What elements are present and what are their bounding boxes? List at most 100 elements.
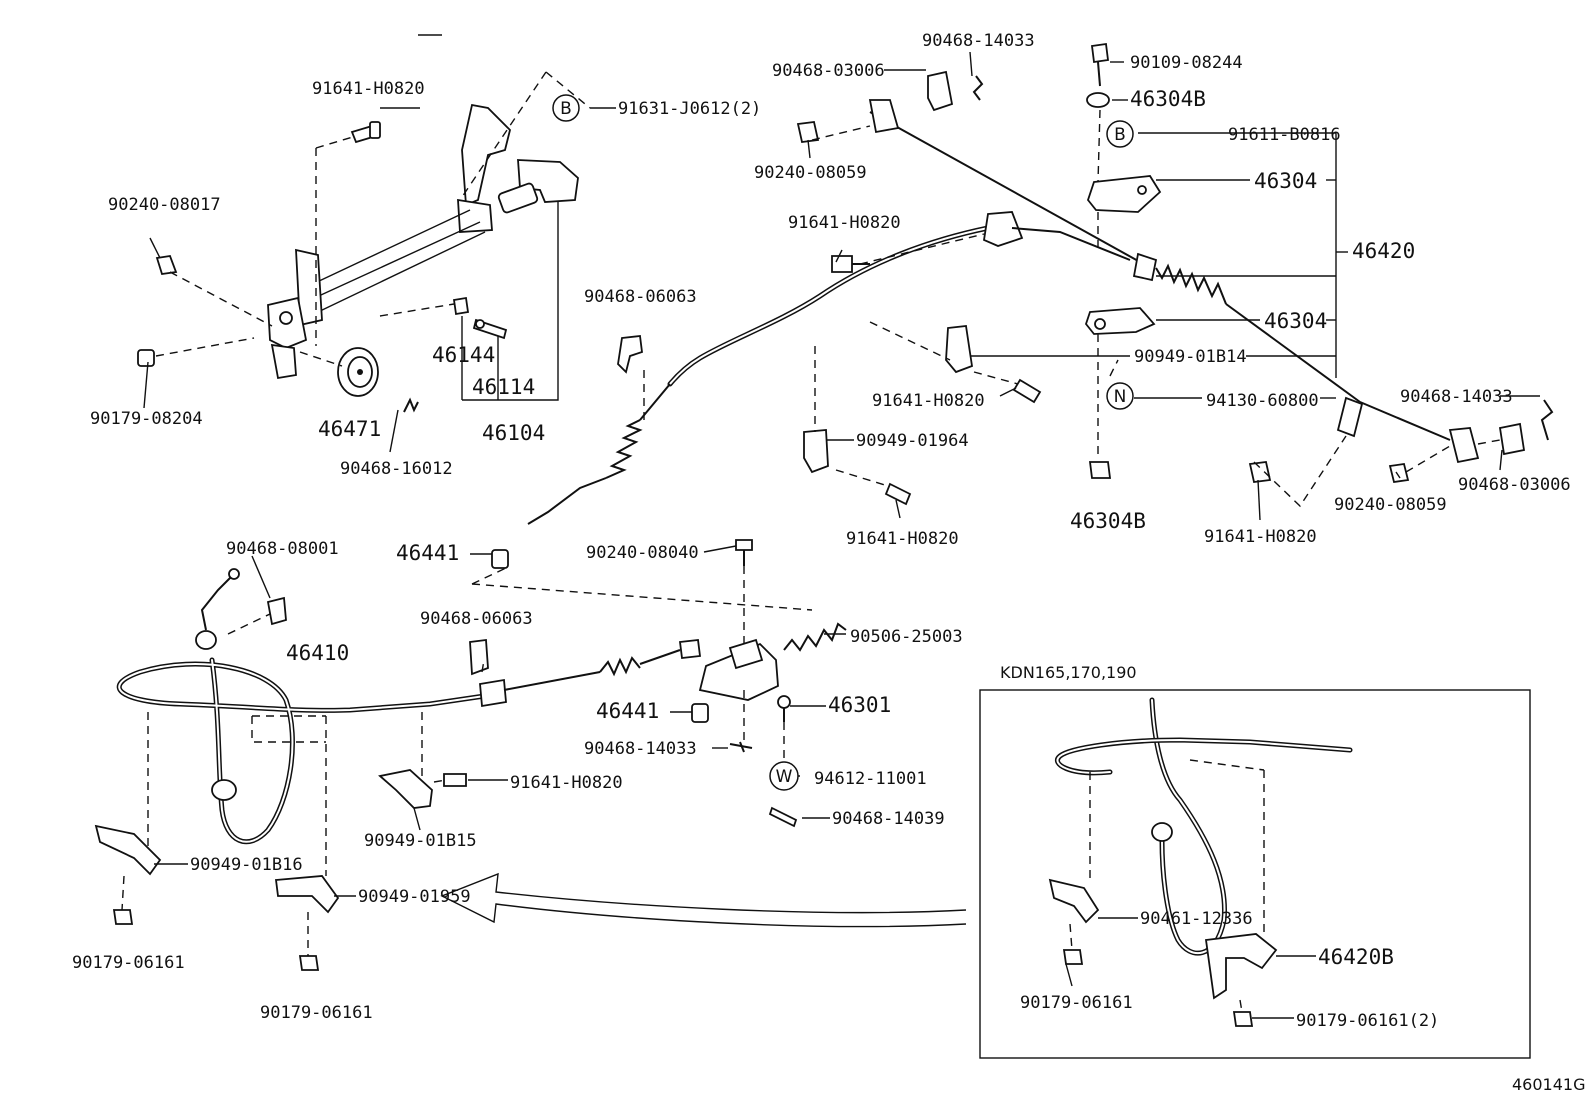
- label-90240-08059: 90240-08059: [1334, 495, 1447, 515]
- pulley-46471: [337, 347, 379, 397]
- label-91631-J0612: 91631-J0612(2): [618, 99, 761, 119]
- label-90468-14033: 90468-14033: [584, 739, 697, 759]
- pin-90240-08017: [155, 254, 178, 275]
- label-46441: 46441: [596, 699, 659, 723]
- nut-90179-06161-b: [298, 955, 320, 971]
- label-90468-08001: 90468-08001: [226, 539, 339, 559]
- pin-90240-08059-a: [796, 121, 820, 143]
- bolt-90109-08244: [1090, 42, 1110, 87]
- label-94130-60800: 94130-60800: [1206, 391, 1319, 411]
- nut-46304B-b: [1088, 461, 1112, 479]
- clip-90468-03006-a: [927, 70, 954, 112]
- nut-90179-06161-a: [112, 909, 134, 925]
- label-46304B: 46304B: [1130, 87, 1206, 111]
- diagram-id: 460141G: [1512, 1075, 1585, 1094]
- bolt-91641-H0820-e: [1248, 461, 1272, 483]
- label-90179-08204: 90179-08204: [90, 409, 203, 429]
- label-90949-01B14: 90949-01B14: [1134, 347, 1247, 367]
- pedal-assembly: [267, 103, 579, 380]
- label-46410: 46410: [286, 641, 349, 665]
- bracket-near-90468-03006-a: [868, 99, 900, 134]
- label-46471: 46471: [318, 417, 381, 441]
- bracket-90468-03006-b: [1448, 422, 1526, 464]
- sleeve-46441-b: [691, 703, 709, 723]
- label-90468-03006: 90468-03006: [772, 61, 885, 81]
- label-46304: 46304: [1264, 309, 1327, 333]
- reference-arrow: [440, 872, 967, 928]
- label-91641-H0820: 91641-H0820: [1204, 527, 1317, 547]
- bracket-90949-01B16: [94, 824, 162, 876]
- nut-46304B-a: [1086, 92, 1110, 108]
- link-46114: [472, 318, 508, 340]
- sleeve-46441-a: [491, 549, 509, 569]
- circle-marker-B-right: B: [1106, 120, 1134, 148]
- label-46301: 46301: [828, 693, 891, 717]
- front-cable: [527, 211, 1131, 525]
- circle-B-label: B: [1114, 125, 1126, 145]
- bracket-46304-upper: [1086, 175, 1162, 213]
- spring-90506-25003: [783, 622, 847, 652]
- pin-46144: [452, 296, 470, 316]
- pin-90240-08059-b: [1388, 462, 1410, 484]
- clamp-90949-01B14: [945, 325, 973, 374]
- label-90179-06161-2: 90179-06161(2): [1296, 1011, 1439, 1031]
- circle-N-label: N: [1114, 387, 1127, 407]
- circle-marker-N: N: [1106, 382, 1134, 410]
- label-90179-06161: 90179-06161: [72, 953, 185, 973]
- label-46114: 46114: [472, 375, 535, 399]
- clamp-90949-01B15: [378, 769, 433, 809]
- label-91641-H0820: 91641-H0820: [872, 391, 985, 411]
- clip-90468-14033-b: [1540, 399, 1554, 441]
- circle-marker-B-top: B: [552, 94, 580, 122]
- label-91611-B0816: 91611-B0816: [1228, 125, 1341, 145]
- label-90949-01964: 90949-01964: [856, 431, 969, 451]
- inset-title: KDN165,170,190: [1000, 663, 1137, 682]
- label-91641-H0820: 91641-H0820: [510, 773, 623, 793]
- label-46441: 46441: [396, 541, 459, 565]
- bolt-91641-H0820-a: [350, 121, 381, 144]
- label-46304: 46304: [1254, 169, 1317, 193]
- label-91641-H0820: 91641-H0820: [846, 529, 959, 549]
- clip-90468-16012: [403, 397, 419, 413]
- label-90468-03006: 90468-03006: [1458, 475, 1571, 495]
- bracket-90949-01959: [274, 875, 340, 914]
- clip-90468-06063-b: [469, 638, 489, 676]
- label-90468-06063: 90468-06063: [420, 609, 533, 629]
- rear-cable-46420: [869, 111, 1451, 441]
- label-90461-12336: 90461-12336: [1140, 909, 1253, 929]
- bracket-46304-lower: [1084, 307, 1156, 335]
- label-90240-08040: 90240-08040: [586, 543, 699, 563]
- bolt-91641-H0820-c: [1012, 378, 1042, 404]
- label-90179-06161: 90179-06161: [260, 1003, 373, 1023]
- bolt-91641-H0820-d: [884, 482, 912, 506]
- label-46104: 46104: [482, 421, 545, 445]
- clip-90468-14033-a: [972, 75, 984, 101]
- clip-90468-14033-c: [729, 741, 753, 753]
- label-46420: 46420: [1352, 239, 1415, 263]
- label-90468-14033: 90468-14033: [922, 31, 1035, 51]
- label-90506-25003: 90506-25003: [850, 627, 963, 647]
- label-90468-14033: 90468-14033: [1400, 387, 1513, 407]
- label-90949-01B16: 90949-01B16: [190, 855, 303, 875]
- label-90468-06063: 90468-06063: [584, 287, 697, 307]
- label-91641-H0820: 91641-H0820: [788, 213, 901, 233]
- label-90179-06161: 90179-06161: [1020, 993, 1133, 1013]
- clip-90468-08001: [266, 596, 287, 626]
- equalizer-46301: [698, 638, 791, 722]
- clamp-90949-01964: [803, 429, 829, 474]
- circle-B-label: B: [560, 99, 572, 119]
- label-90949-01959: 90949-01959: [358, 887, 471, 907]
- label-90468-14039: 90468-14039: [832, 809, 945, 829]
- inset-box: [979, 689, 1531, 1059]
- clip-90468-06063-a: [617, 335, 643, 374]
- label-90109-08244: 90109-08244: [1130, 53, 1243, 73]
- label-90468-16012: 90468-16012: [340, 459, 453, 479]
- label-90240-08017: 90240-08017: [108, 195, 221, 215]
- pin-90240-08040: [735, 539, 753, 566]
- part-labels: 91641-H0820 91631-J0612(2) 90240-08017 9…: [72, 31, 1585, 1094]
- pin-90468-14039: [768, 806, 798, 828]
- nut-90179-08204: [137, 349, 155, 367]
- label-46304B: 46304B: [1070, 509, 1146, 533]
- label-46144: 46144: [432, 343, 495, 367]
